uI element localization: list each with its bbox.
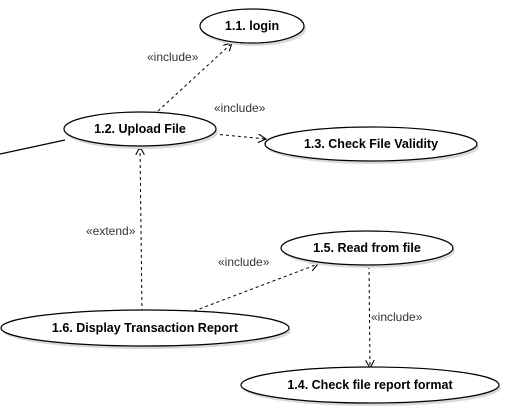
use-case-read-from-file[interactable]: 1.5. Read from file [280,230,455,268]
use-case-display-transaction-report[interactable]: 1.6. Display Transaction Report [0,309,291,349]
dep-read-to-format [369,265,370,368]
dep-report-to-upload [140,147,142,313]
label-upload-to-login: «include» [147,50,199,64]
use-case-read-from-file-label: 1.5. Read from file [313,241,421,255]
label-read-to-format: «include» [371,310,423,324]
use-case-check-file-validity[interactable]: 1.3. Check File Validity [264,126,479,164]
actor-association-line [0,139,66,155]
dep-report-to-read [193,264,318,312]
label-report-to-read: «include» [218,255,270,269]
use-case-login-label: 1.1. login [225,19,279,33]
dep-upload-to-login [157,43,232,112]
use-case-check-file-report-format-label: 1.4. Check file report format [287,378,453,392]
use-case-upload-file-label: 1.2. Upload File [94,122,186,136]
use-case-login[interactable]: 1.1. login [199,8,306,46]
use-case-check-file-report-format[interactable]: 1.4. Check file report format [240,366,501,406]
use-case-upload-file[interactable]: 1.2. Upload File [63,111,218,149]
label-upload-to-validity: «include» [214,101,266,115]
label-report-to-upload: «extend» [86,224,136,238]
dep-upload-to-validity [213,133,266,139]
use-case-check-file-validity-label: 1.3. Check File Validity [304,137,438,151]
use-case-display-transaction-report-label: 1.6. Display Transaction Report [52,321,239,335]
